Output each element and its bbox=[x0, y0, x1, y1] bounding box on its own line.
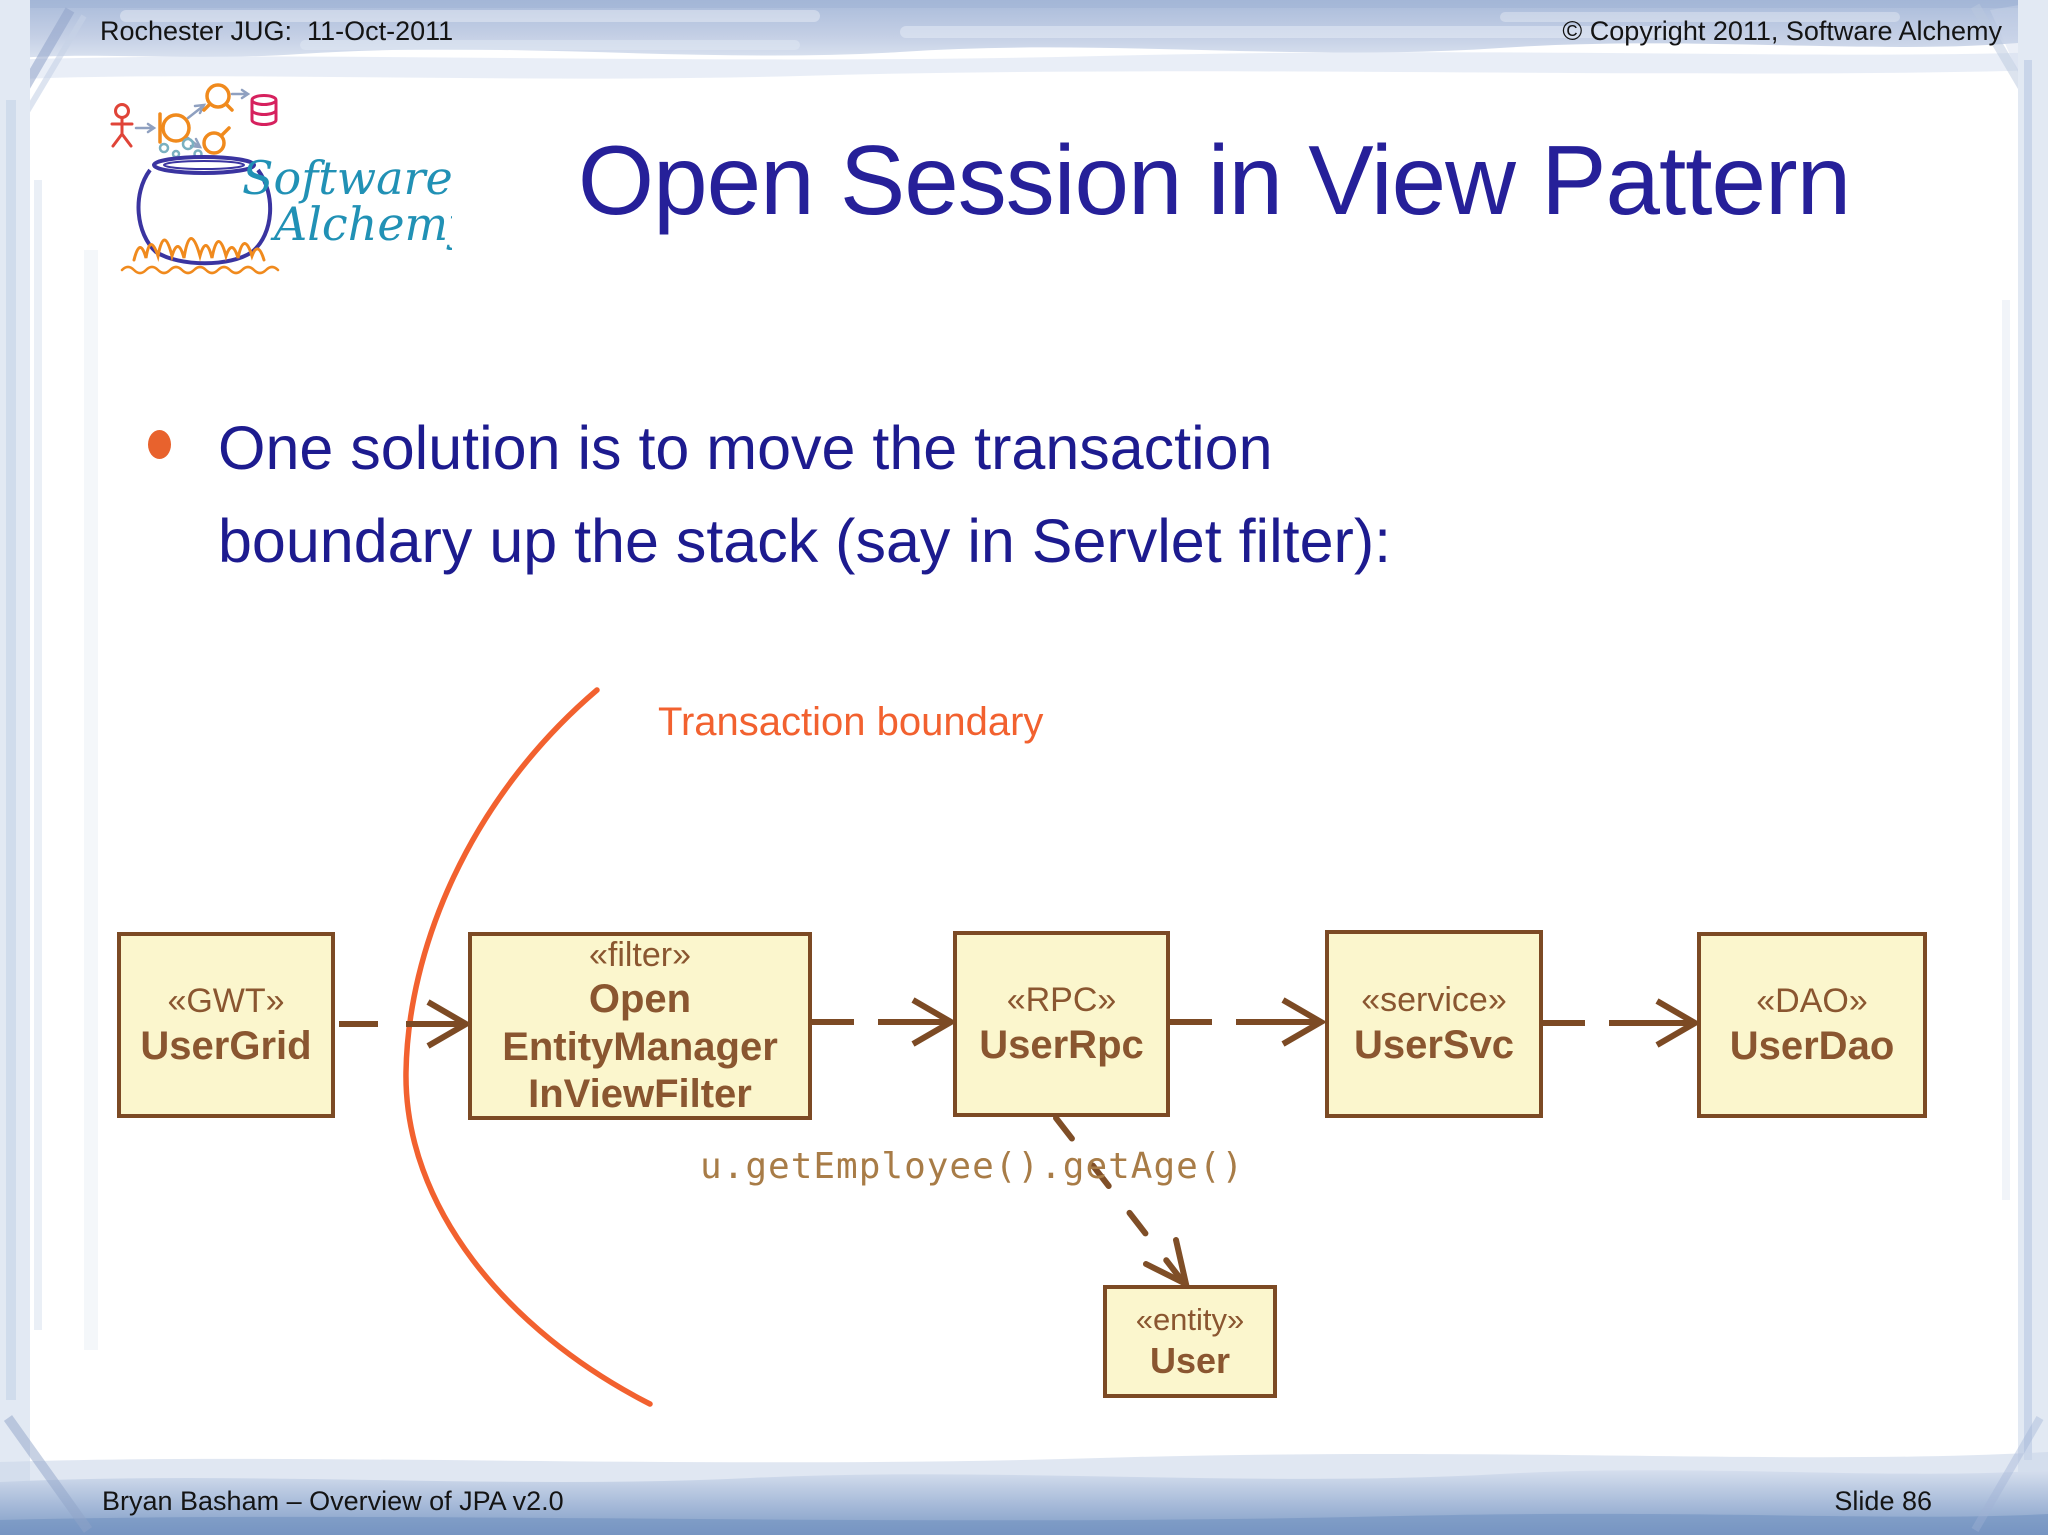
frame-left-streak bbox=[84, 250, 98, 1350]
arrowhead-icon bbox=[1143, 1237, 1191, 1290]
lazy-load-dashed-arrow bbox=[1053, 1115, 1191, 1290]
frame-top-lip bbox=[0, 0, 2048, 8]
cauldron-icon bbox=[136, 155, 272, 266]
flames-icon bbox=[120, 237, 280, 275]
database-cylinder-icon bbox=[250, 94, 278, 126]
bullet-dot bbox=[148, 430, 171, 459]
lazy-load-code-label: u.getEmployee().getAge() bbox=[700, 1146, 1245, 1187]
frame-right-streak bbox=[2024, 60, 2032, 1460]
logo-mini-diagram bbox=[110, 83, 278, 155]
frame-corner-bottomright bbox=[1971, 1415, 2044, 1533]
transaction-boundary-label: Transaction boundary bbox=[658, 700, 1044, 744]
logo-arrows bbox=[134, 88, 251, 149]
arrowhead-icon bbox=[1655, 998, 1701, 1048]
slide-footer: Bryan Basham – Overview of JPA v2.0 Slid… bbox=[102, 1486, 1932, 1517]
stereotype-label: «service» bbox=[1361, 981, 1507, 1020]
uml-box-usersvc: «service» UserSvc bbox=[1325, 930, 1543, 1118]
bullet-line-2: boundary up the stack (say in Servlet fi… bbox=[218, 507, 1392, 576]
slide-title: Open Session in View Pattern bbox=[577, 125, 1851, 235]
frame-left-streak bbox=[34, 180, 42, 1330]
arrowhead-icon bbox=[426, 999, 472, 1049]
header-copyright: © Copyright 2011, Software Alchemy bbox=[1562, 16, 2002, 46]
footer-author: Bryan Basham – Overview of JPA v2.0 bbox=[102, 1486, 564, 1516]
stereotype-label: «GWT» bbox=[167, 982, 285, 1021]
stereotype-label: «filter» bbox=[588, 935, 692, 974]
uml-box-user-entity: «entity» User bbox=[1103, 1285, 1277, 1398]
frame-top-streak bbox=[900, 26, 1700, 38]
frame-top-wash bbox=[0, 52, 2048, 80]
frame-corner-bottomleft bbox=[3, 1415, 93, 1533]
uml-box-userdao: «DAO» UserDao bbox=[1697, 932, 1927, 1118]
bullet-text: One solution is to move the transaction … bbox=[218, 402, 1698, 589]
stereotype-label: «DAO» bbox=[1756, 982, 1868, 1021]
stereotype-label: «entity» bbox=[1135, 1301, 1245, 1337]
class-name-label: UserGrid bbox=[140, 1023, 312, 1068]
dashed-shaft bbox=[1053, 1115, 1183, 1281]
uml-box-usergrid: «GWT» UserGrid bbox=[117, 932, 335, 1118]
frame-right-streak bbox=[2002, 300, 2010, 1200]
uml-box-openentitymanagerinviewfilter: «filter» Open EntityManager InViewFilter bbox=[468, 932, 812, 1120]
class-name-label: UserSvc bbox=[1353, 1022, 1515, 1067]
stick-figure-icon bbox=[110, 103, 134, 148]
logo-object-circles bbox=[158, 83, 234, 155]
frame-top-streak bbox=[120, 10, 820, 22]
footer-slide-number: Slide 86 bbox=[1834, 1486, 1932, 1516]
software-alchemy-logo: Software Alchemy bbox=[110, 83, 452, 275]
class-name-label: UserRpc bbox=[979, 1022, 1144, 1067]
uml-box-userrpc: «RPC» UserRpc bbox=[953, 931, 1170, 1117]
logo-word-alchemy: Alchemy bbox=[270, 197, 452, 251]
frame-left-streak bbox=[6, 100, 16, 1400]
transaction-boundary-curve bbox=[403, 687, 653, 1407]
bullet-line-1: One solution is to move the transaction bbox=[218, 414, 1273, 482]
frame-right-band bbox=[2018, 0, 2048, 1535]
slide-header: Rochester JUG: 11-Oct-2011 © Copyright 2… bbox=[100, 16, 2002, 47]
class-name-label: UserDao bbox=[1729, 1023, 1895, 1068]
header-event-date: Rochester JUG: 11-Oct-2011 bbox=[100, 16, 454, 46]
class-name-label: Open EntityManager InViewFilter bbox=[502, 977, 778, 1116]
class-name-label: User bbox=[1149, 1339, 1231, 1381]
frame-top-streak bbox=[300, 40, 800, 50]
logo-word-software: Software bbox=[242, 151, 452, 205]
frame-bottom-deep bbox=[0, 1513, 2048, 1535]
arrowhead-icon bbox=[1281, 997, 1327, 1047]
frame-top-streak bbox=[1500, 12, 1900, 22]
stereotype-label: «RPC» bbox=[1006, 981, 1117, 1020]
connector-arrows bbox=[339, 997, 1701, 1049]
arrowhead-icon bbox=[911, 997, 957, 1047]
